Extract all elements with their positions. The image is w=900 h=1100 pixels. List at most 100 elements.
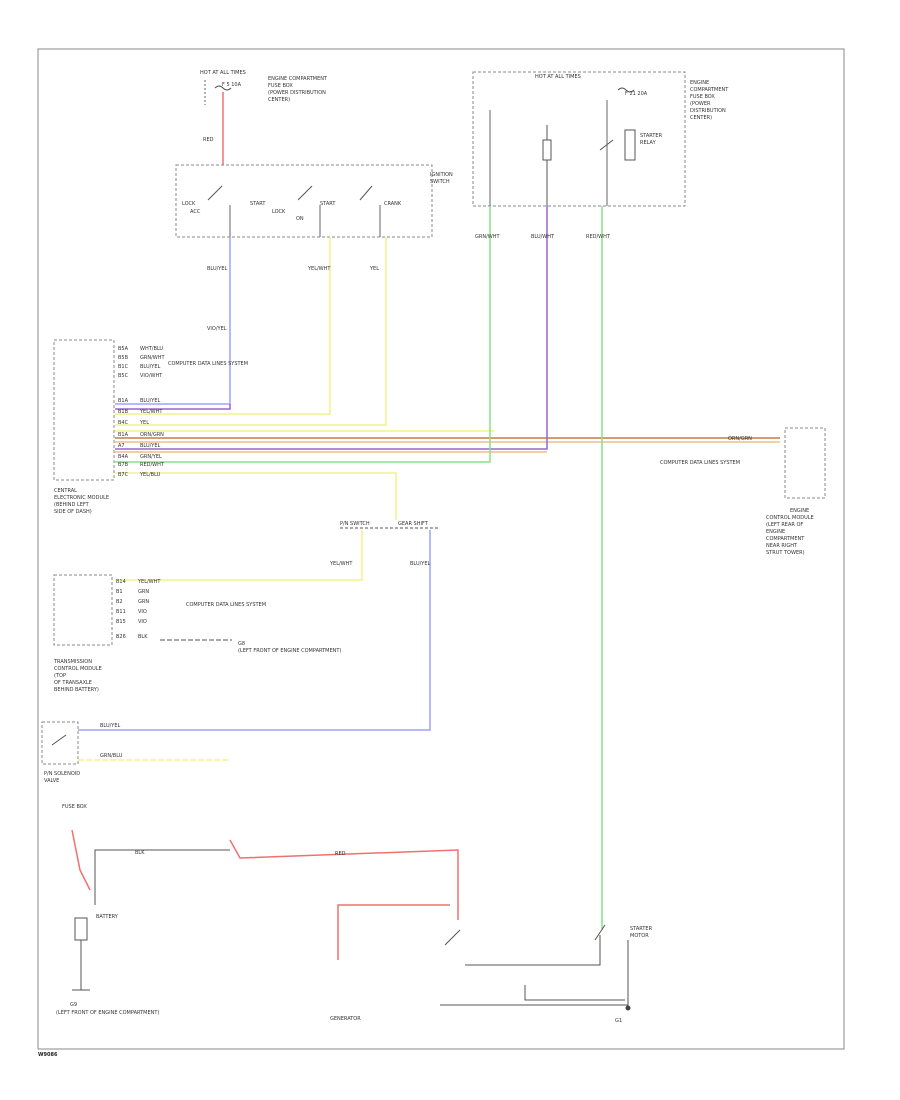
cem-pin-5: B1B — [118, 409, 129, 415]
battery-label: BATTERY — [96, 914, 119, 920]
ecm-title5: COMPARTMENT — [766, 536, 805, 542]
fuse-box-right: HOT AT ALL TIMES F 21 20A STARTER RELAY … — [472, 71, 729, 207]
fuse-right-id: F 21 20A — [625, 91, 648, 97]
wire-purple1: BLU/YEL — [207, 266, 228, 272]
fuse-right-title: HOT AT ALL TIMES — [535, 74, 581, 80]
cem-pin-7: B1A — [118, 432, 129, 438]
ecm-title3: (LEFT REAR OF — [766, 522, 803, 528]
ecm-title2: CONTROL MODULE — [766, 515, 814, 521]
starter-wire-blk: BLK — [135, 850, 145, 856]
cem-pin-6: B4C — [118, 420, 129, 426]
tcm-title5: BEHIND BATTERY) — [54, 687, 99, 693]
ign-pos1: LOCK — [182, 201, 196, 207]
ecm-title4: ENGINE — [766, 529, 785, 535]
wire-blu-wht: BLU/WHT — [531, 234, 555, 240]
cem-pin-11: B7C — [118, 472, 129, 478]
tcm-pin-3: B11 — [116, 609, 126, 615]
tcm-wire-0: YEL/WHT — [137, 579, 161, 585]
cem-title1: CENTRAL — [54, 488, 77, 494]
tcm-pin-0: B14 — [116, 579, 126, 585]
cem-pin-8: A7 — [118, 443, 125, 449]
cem-pin-2: B1C — [118, 364, 129, 370]
battery-ground-note: (LEFT FRONT OF ENGINE COMPARTMENT) — [56, 1010, 159, 1016]
footer-code: W9086 — [38, 1052, 58, 1058]
solenoid-wire: BLU/YEL — [100, 723, 121, 729]
tcm-note: COMPUTER DATA LINES SYSTEM — [186, 602, 266, 608]
relay-label2: RELAY — [640, 140, 657, 146]
wire-blu-junc: BLU/YEL — [410, 561, 431, 567]
cem-title4: SIDE OF DASH) — [54, 509, 92, 515]
cem-wire-1: GRN/WHT — [140, 355, 165, 361]
cem-pin-9: B4A — [118, 454, 129, 460]
cem-wire-9: GRN/YEL — [140, 454, 162, 460]
cem-wire-3: VIO/WHT — [140, 373, 163, 379]
fuse-top-label1: ENGINE COMPARTMENT — [268, 76, 328, 82]
pn-switch-junction: P/N SWITCH GEAR SHIFT YEL/WHT BLU/YEL — [329, 521, 440, 567]
battery-section: FUSE BOX BATTERY G9 (LEFT FRONT OF ENGIN… — [56, 804, 159, 1016]
tcm-title4: OF TRANSAXLE — [54, 680, 92, 686]
ecm-wire: ORN/GRN — [728, 436, 752, 442]
tcm-wire-1: GRN — [138, 589, 149, 595]
tcm-wire-5: BLK — [138, 634, 148, 640]
wire-yel-junc: YEL/WHT — [329, 561, 353, 567]
ign-pos6: START — [320, 201, 336, 207]
fuse-top-label3: (POWER DISTRIBUTION — [268, 90, 326, 96]
wire-runs — [71, 206, 780, 1010]
cem-pin-0: B5A — [118, 346, 129, 352]
ignition-title2: SWITCH — [430, 179, 450, 185]
ignition-title: IGNITION — [430, 172, 453, 178]
ignition-switch: IGNITION SWITCH LOCK ACC START LOCK ON S… — [175, 164, 453, 238]
starter-section: STARTER MOTOR GENERATOR BLK RED G1 — [135, 850, 653, 1024]
ign-pos3: START — [250, 201, 266, 207]
wire-red-label: RED — [203, 137, 214, 143]
ign-pos5: ON — [296, 216, 304, 222]
fuse-box-top: HOT AT ALL TIMES F 5 10A ENGINE COMPARTM… — [200, 70, 328, 165]
tcm-title1: TRANSMISSION — [53, 659, 92, 665]
starter-label2: MOTOR — [630, 933, 649, 939]
tcm-ground-note: (LEFT FRONT OF ENGINE COMPARTMENT) — [238, 648, 341, 654]
cem-wire-6: YEL — [139, 420, 149, 426]
wire-purple2: VIO/YEL — [207, 326, 227, 332]
junction-label2: GEAR SHIFT — [398, 521, 429, 527]
tcm-wire-3: VIO — [138, 609, 147, 615]
fuse-top-id: F 5 10A — [222, 82, 242, 88]
fuse-top-label2: FUSE BOX — [268, 83, 293, 89]
fuse-top-title: HOT AT ALL TIMES — [200, 70, 246, 76]
transmission-control-module: B14 YEL/WHT B1 GRN B2 GRN B11 VIO B15 VI… — [53, 574, 341, 693]
battery-ground: G9 — [70, 1002, 77, 1008]
ign-pos7: CRANK — [384, 201, 402, 207]
tcm-wire-2: GRN — [138, 599, 149, 605]
cem-wire-2: BLU/YEL — [140, 364, 161, 370]
cem-pin-3: B5C — [118, 373, 129, 379]
wire-yellow: YEL/WHT — [307, 266, 331, 272]
tcm-title3: (TOP — [54, 673, 66, 679]
junction-label: P/N SWITCH — [340, 521, 370, 527]
cem-pin-4: B1A — [118, 398, 129, 404]
fuse-right-l6: CENTER) — [690, 115, 712, 121]
ign-pos2: ACC — [190, 209, 201, 215]
starter-wire-red: RED — [335, 851, 346, 857]
wire-yel2: YEL — [369, 266, 379, 272]
cem-pin-1: B5B — [118, 355, 129, 361]
page-frame — [37, 48, 845, 1050]
cem-wire-4: BLU/YEL — [140, 398, 161, 404]
ecm-title6: NEAR RIGHT — [766, 543, 798, 549]
fuse-top-label4: CENTER) — [268, 97, 290, 103]
fuse-right-l4: (POWER — [690, 101, 711, 107]
generator-label: GENERATOR — [330, 1016, 361, 1022]
cem-wire-5: YEL/WHT — [139, 409, 163, 415]
cem-title3: (BEHIND LEFT — [54, 502, 90, 508]
tcm-pin-5: B26 — [116, 634, 126, 640]
fuse-right-l5: DISTRIBUTION — [690, 108, 726, 114]
wire-grn1: GRN/WHT — [475, 234, 500, 240]
tcm-pin-2: B2 — [116, 599, 123, 605]
cem-pin-10: B7B — [118, 462, 129, 468]
tcm-wire-4: VIO — [138, 619, 147, 625]
pn-solenoid: BLU/YEL GRN/BLU P/N SOLENOID VALVE — [41, 721, 123, 784]
relay-label: STARTER — [640, 133, 663, 139]
fuse-right-l1: ENGINE — [690, 80, 709, 86]
solenoid-label: P/N SOLENOID — [44, 771, 80, 777]
battery-fuse-label: FUSE BOX — [62, 804, 87, 810]
ecm-note: COMPUTER DATA LINES SYSTEM — [660, 460, 740, 466]
